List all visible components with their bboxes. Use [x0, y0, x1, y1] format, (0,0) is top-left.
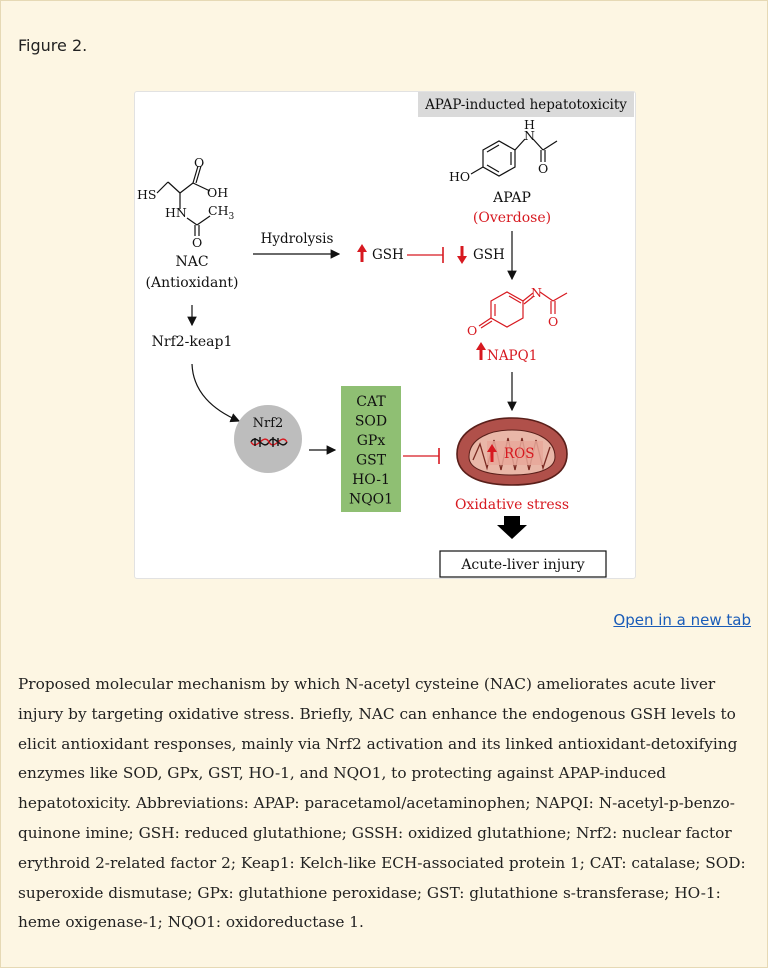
nac-o-top-label: O: [194, 155, 204, 170]
oxidative-stress-label: Oxidative stress: [455, 497, 569, 513]
apap-h-label: H: [524, 117, 535, 132]
enzyme-label: GPx: [357, 433, 386, 449]
napqi-label: NAPQ1: [487, 348, 537, 364]
nac-oh-label: OH: [207, 185, 228, 200]
apap-label: APAP: [492, 190, 531, 206]
enzyme-label: SOD: [355, 414, 387, 430]
nrf2-keap1-label: Nrf2-keap1: [152, 334, 233, 350]
napqi-structure: [478, 291, 568, 329]
diagram-header: APAP-inducted hepatotoxicity: [424, 97, 627, 113]
enzyme-box: [341, 386, 401, 512]
nac-o-bottom-label: O: [192, 235, 202, 250]
up-arrow-icon: [357, 244, 367, 262]
nac-hn-label: HN: [165, 205, 187, 220]
enzyme-label: HO-1: [352, 472, 390, 488]
figure-caption: Proposed molecular mechanism by which N-…: [18, 675, 746, 932]
down-arrow-icon: [457, 246, 467, 264]
outcome-label: Acute-liver injury: [460, 557, 584, 573]
apap-note-label: (Overdose): [473, 210, 551, 226]
apap-o-label: O: [538, 161, 548, 176]
nac-structure: [156, 165, 211, 236]
enzyme-label: CAT: [356, 394, 386, 410]
ros-label: ROS: [504, 446, 534, 462]
nac-label: NAC: [175, 254, 208, 270]
up-arrow-icon: [476, 342, 486, 360]
nac-role-label: (Antioxidant): [146, 275, 239, 291]
enzyme-label: GST: [356, 453, 387, 469]
napqi-n-label: N: [531, 285, 542, 300]
nac-ch3-label: CH3: [208, 203, 234, 222]
hydrolysis-label: Hydrolysis: [261, 231, 334, 247]
enzyme-label: NQO1: [349, 492, 393, 508]
header-bg: [418, 92, 634, 117]
apap-ho-label: HO: [449, 169, 470, 184]
outcome-box: [439, 550, 607, 578]
gsh-up-label: GSH: [372, 247, 404, 263]
napqi-o2-label: O: [548, 314, 558, 329]
dna-icon: [250, 437, 288, 447]
mitochondrion-icon: [456, 417, 568, 486]
napqi-o-label: O: [467, 323, 477, 338]
figure-image[interactable]: APAP-inducted hepatotoxicity HS O OH HN …: [134, 91, 636, 579]
nac-sh-label: HS: [137, 187, 156, 202]
thick-down-arrow-icon: [497, 516, 527, 539]
keap1-to-nrf2-arrow: [191, 363, 241, 423]
apap-n-label: N: [524, 128, 535, 143]
gsh-down-label: GSH: [473, 247, 505, 263]
nrf2-label: Nrf2: [253, 416, 284, 431]
nrf2-circle: [234, 405, 302, 473]
open-in-new-tab-link[interactable]: Open in a new tab: [613, 611, 751, 629]
figure-label: Figure 2.: [18, 36, 88, 55]
mechanism-diagram: APAP-inducted hepatotoxicity HS O OH HN …: [137, 92, 634, 578]
apap-structure: [470, 138, 558, 177]
up-arrow-icon: [487, 444, 497, 462]
